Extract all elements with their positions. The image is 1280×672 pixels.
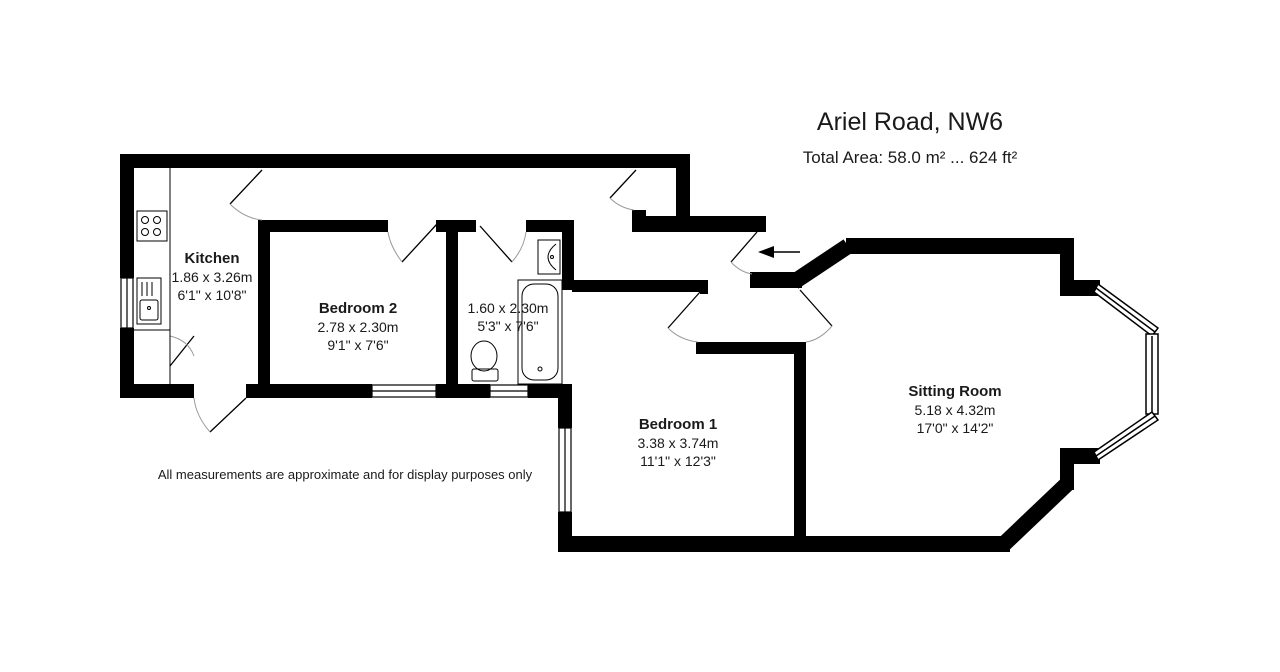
room-metric: 2.78 x 2.30m [317,319,399,335]
property-title: Ariel Road, NW6 [816,108,1004,136]
bath-icon [517,279,563,385]
toilet-icon [470,340,499,382]
room-name: Bedroom 2 [318,300,398,317]
room-kitchen: Kitchen 1.86 x 3.26m 6'1" x 10'8" [160,250,264,304]
entrance-arrow-icon [758,246,800,258]
total-area: Total Area: 58.0 m² ... 624 ft² [802,148,1018,167]
room-name: Bedroom 1 [638,416,718,433]
doors [169,169,833,433]
hob-icon [136,210,168,242]
room-name: Sitting Room [908,383,1002,400]
room-imperial: 9'1" x 7'6" [327,337,389,353]
room-bathroom: 1.60 x 2.30m 5'3" x 7'6" [456,299,560,335]
angled-walls [789,239,1073,550]
room-metric: 3.38 x 3.74m [637,435,719,451]
basin-icon [537,239,561,275]
room-bedroom-2: Bedroom 2 2.78 x 2.30m 9'1" x 7'6" [288,300,428,354]
room-bedroom-1: Bedroom 1 3.38 x 3.74m 11'1" x 12'3" [608,416,748,470]
windows [120,277,572,513]
room-metric: 1.60 x 2.30m [467,300,549,316]
room-imperial: 17'0" x 14'2" [916,420,994,436]
room-metric: 1.86 x 3.26m [171,269,253,285]
room-name: Kitchen [184,250,240,267]
disclaimer-text: All measurements are approximate and for… [157,467,533,482]
room-imperial: 11'1" x 12'3" [640,453,716,469]
room-imperial: 5'3" x 7'6" [477,318,539,334]
walls [120,154,1100,552]
room-sitting-room: Sitting Room 5.18 x 4.32m 17'0" x 14'2" [880,383,1030,437]
bay-window [1093,282,1160,462]
room-metric: 5.18 x 4.32m [914,402,996,418]
sink-icon [136,277,162,325]
kitchen-counter [134,168,171,384]
room-imperial: 6'1" x 10'8" [177,287,247,303]
